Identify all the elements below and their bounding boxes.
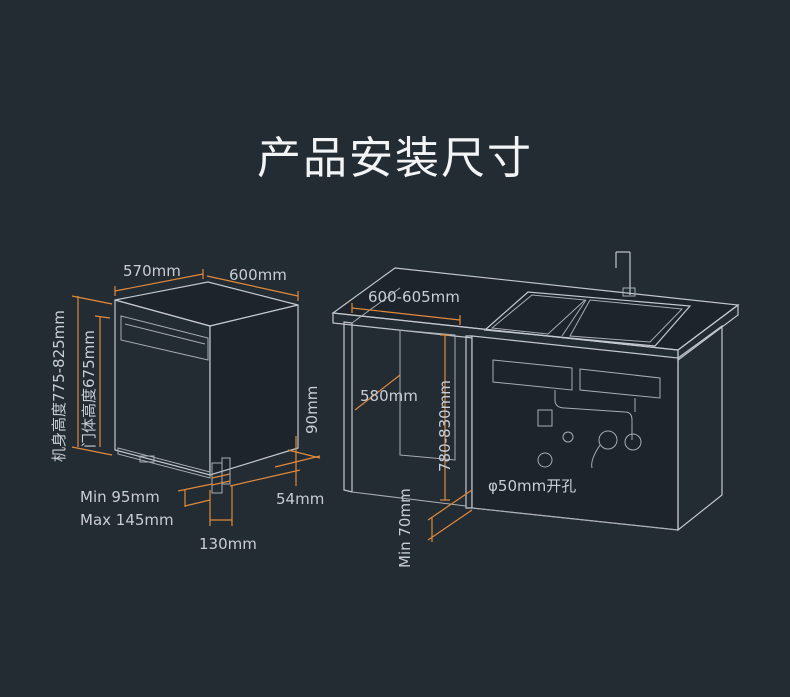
- page-title: 产品安装尺寸: [257, 133, 533, 184]
- label-gap-54: 54mm: [276, 490, 324, 508]
- drain-pipes: [537, 390, 642, 469]
- label-gap-90: 90mm: [303, 386, 321, 434]
- label-height-total: 机身高度775-825mm: [50, 310, 68, 462]
- label-depth-570: 570mm: [123, 262, 181, 280]
- cabinet-drawing: [331, 251, 740, 532]
- faucet-icon: [615, 251, 636, 297]
- label-height-door: 门体高度675mm: [80, 330, 98, 448]
- dishwasher-dimensions: [71, 269, 321, 526]
- control-panel: [120, 315, 209, 361]
- label-leg-130: 130mm: [199, 535, 257, 553]
- cabinet-interior: [471, 335, 679, 531]
- label-max-145: Max 145mm: [80, 511, 174, 529]
- label-cabinet-width: 600-605mm: [368, 288, 460, 306]
- label-width-600: 600mm: [229, 266, 287, 284]
- dishwasher-side: [209, 304, 299, 476]
- label-min-70: Min 70mm: [396, 488, 414, 568]
- cabinet-dimensions: [351, 303, 473, 542]
- dishwasher-drawing: [114, 281, 299, 494]
- sink: [483, 291, 692, 399]
- label-cabinet-height: 780-830mm: [436, 380, 454, 472]
- label-hole: φ50mm开孔: [488, 477, 576, 495]
- label-min-95: Min 95mm: [80, 488, 160, 506]
- label-cabinet-depth: 580mm: [360, 387, 418, 405]
